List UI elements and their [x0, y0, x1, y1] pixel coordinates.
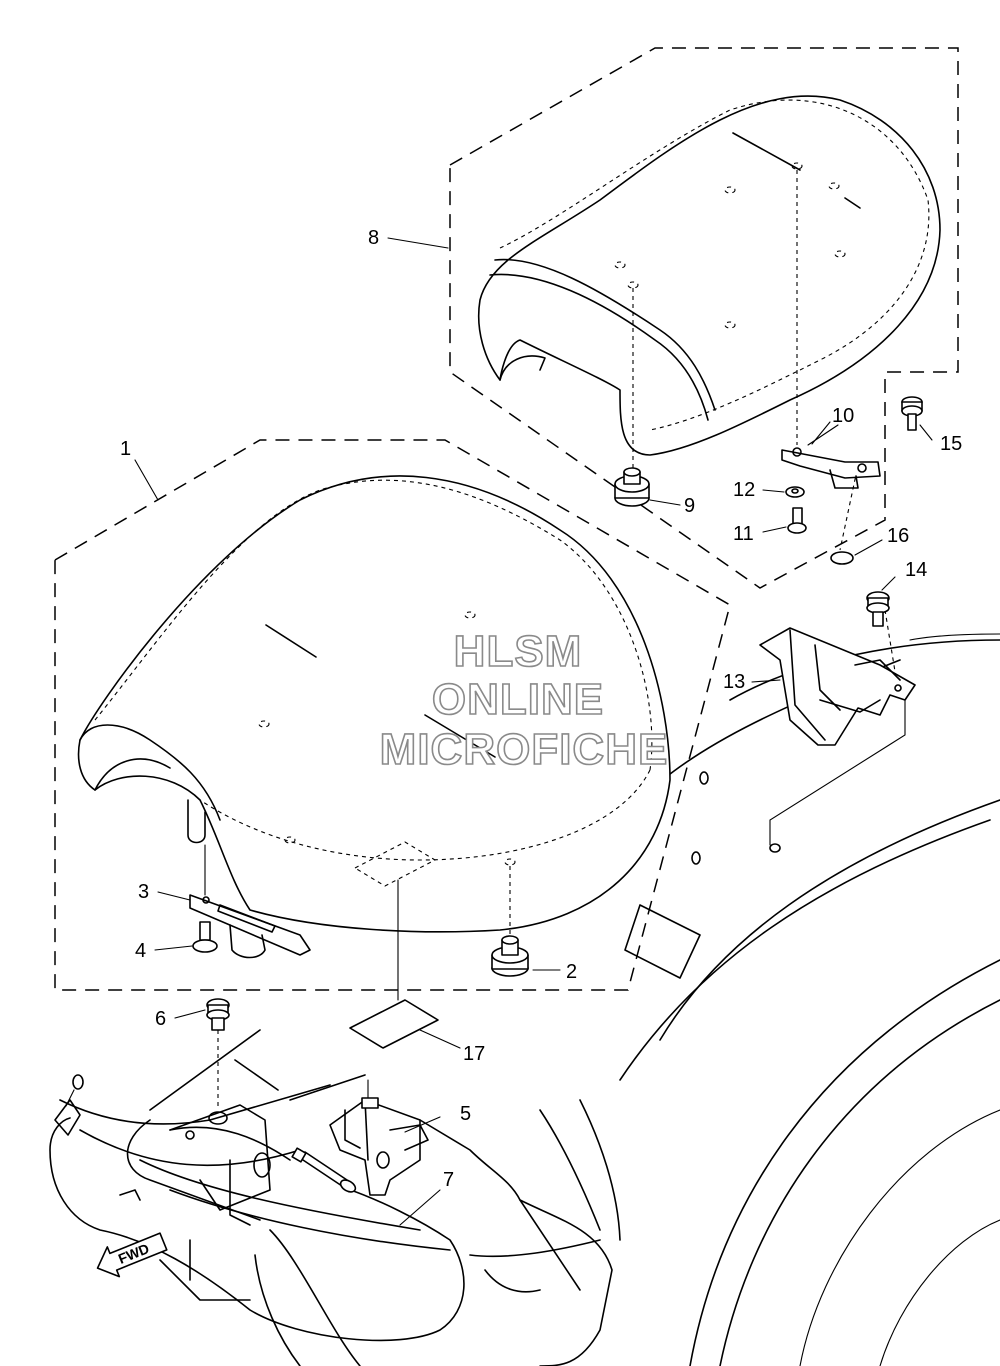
callout-6: 6 — [155, 1008, 166, 1030]
watermark-line-2: ONLINE — [432, 675, 604, 724]
seat-lock-part-5 — [329, 1079, 429, 1196]
callout-13: 13 — [723, 671, 745, 693]
watermark-line-3: MICROFICHE — [380, 725, 669, 774]
bolt-part-14 — [866, 591, 890, 627]
washer-part-12 — [785, 486, 805, 498]
damper-part-9 — [614, 467, 650, 507]
watermark-line-1: HLSM — [454, 627, 583, 676]
callout-5: 5 — [460, 1103, 471, 1125]
label-part-17 — [349, 999, 439, 1049]
watermark: HLSM ONLINE MICROFICHE — [379, 626, 669, 775]
frame-and-latch — [59, 1029, 621, 1366]
seat-lock-cable-part-7 — [49, 1074, 465, 1342]
bolt-part-11 — [787, 507, 807, 534]
callout-leaders — [134, 237, 933, 1226]
bracket-part-13 — [759, 627, 916, 746]
main-seat-group-boundary — [54, 439, 731, 991]
rear-seat — [477, 95, 941, 456]
callout-labels: 1 2 3 4 5 6 7 8 9 10 11 12 13 14 15 16 1… — [120, 227, 962, 1191]
main-seat — [77, 475, 671, 933]
bolt-part-4 — [192, 921, 218, 953]
callout-10: 10 — [832, 405, 854, 427]
forward-direction-arrow: FWD — [96, 1232, 168, 1278]
callout-4: 4 — [135, 940, 146, 962]
callout-1: 1 — [120, 438, 131, 460]
callout-14: 14 — [905, 559, 927, 581]
rear-seat-group-boundary — [449, 47, 959, 589]
callout-9: 9 — [684, 495, 695, 517]
callout-8: 8 — [368, 227, 379, 249]
callout-7: 7 — [443, 1169, 454, 1191]
callout-16: 16 — [887, 525, 909, 547]
bracket-part-10 — [781, 424, 881, 489]
bolt-part-6 — [206, 998, 230, 1031]
callout-15: 15 — [940, 433, 962, 455]
callout-11: 11 — [733, 523, 754, 545]
callout-12: 12 — [733, 479, 755, 501]
callout-2: 2 — [566, 961, 577, 983]
damper-part-2 — [491, 935, 529, 977]
callout-17: 17 — [463, 1043, 485, 1065]
bolt-part-15 — [901, 396, 923, 431]
projection-lines — [204, 170, 906, 1110]
washer-part-16 — [830, 551, 854, 565]
callout-3: 3 — [138, 881, 149, 903]
frame-outline — [619, 633, 1000, 1366]
bracket-part-3 — [189, 894, 311, 959]
